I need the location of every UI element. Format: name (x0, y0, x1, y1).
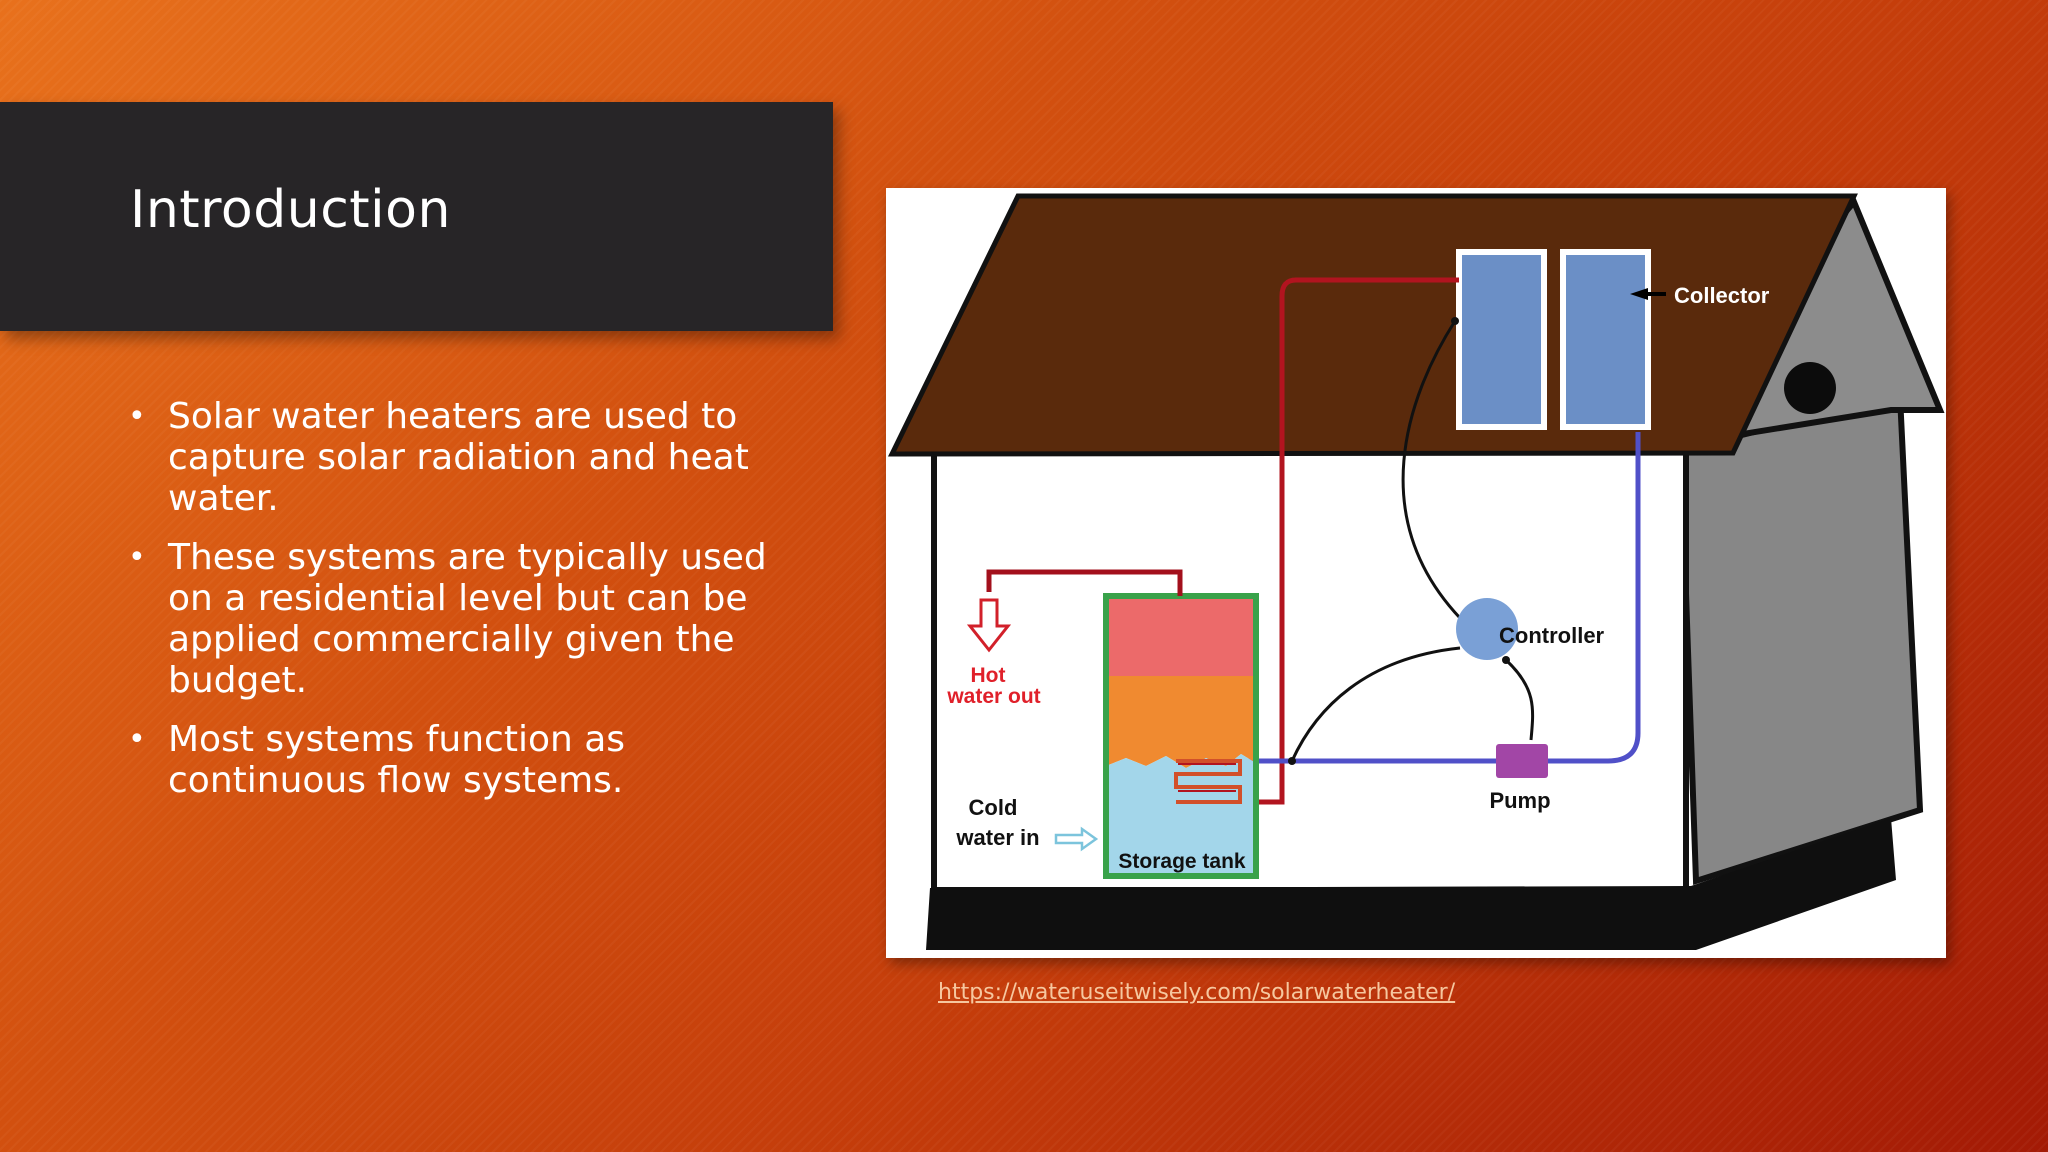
controller-sensor-wire-top (1401, 320, 1462, 620)
title-band (0, 102, 833, 331)
storage-tank-warm-layer (1106, 676, 1256, 768)
pump-unit (1496, 744, 1548, 778)
bullet-item: Solar water heaters are used to capture … (128, 396, 818, 519)
wire-junction (1288, 757, 1296, 765)
house-side-wall (1677, 392, 1924, 886)
diagram-svg: Collector Hot water out Cold water in St… (887, 193, 1945, 950)
heat-exchanger-coil-inner (1178, 763, 1236, 792)
controller-unit (1456, 598, 1518, 660)
hot-water-out-label-line2: water out (946, 685, 1040, 708)
slide-title: Introduction (130, 180, 451, 240)
hot-water-out-label-line1: Hot (971, 664, 1006, 687)
cold-pipe (1176, 432, 1641, 764)
solar-water-heater-diagram: Collector Hot water out Cold water in St… (886, 188, 1946, 958)
wire-junction (1451, 317, 1459, 325)
source-link[interactable]: https://wateruseitwisely.com/solarwaterh… (938, 980, 1456, 1005)
storage-tank-label: Storage tank (1118, 850, 1246, 873)
cold-water-in-label-line1: Cold (969, 795, 1018, 820)
pump-control-wire (1504, 658, 1535, 741)
pump-label: Pump (1489, 788, 1550, 813)
wire-junction (1502, 656, 1510, 664)
collector-panel-left (1456, 249, 1547, 430)
roof (887, 193, 1858, 457)
attic-vent (1784, 362, 1836, 414)
storage-tank-cold-layer (1106, 754, 1256, 876)
controller-sensor-wire-bottom (1290, 646, 1461, 762)
house-front-wall (931, 447, 1689, 893)
collector-label: Collector (1674, 283, 1770, 308)
collector-pointer-arrow (1630, 288, 1666, 300)
hot-pipe (1228, 277, 1459, 805)
hot-water-out-pipe (986, 569, 1183, 596)
cold-water-in-label-line2: water in (955, 825, 1039, 850)
hot-water-out-arrow (966, 598, 1012, 653)
bullet-item: These systems are typically used on a re… (128, 537, 818, 701)
bullet-list: Solar water heaters are used to capture … (128, 396, 818, 819)
controller-label: Controller (1499, 623, 1605, 648)
heat-exchanger-coil (1174, 759, 1242, 804)
cold-water-in-arrow (1054, 826, 1099, 852)
house-floor (926, 818, 1896, 950)
collector-panel-right (1560, 249, 1651, 430)
storage-tank-hot-layer (1106, 596, 1256, 676)
bullet-item: Most systems function as continuous flow… (128, 719, 818, 801)
